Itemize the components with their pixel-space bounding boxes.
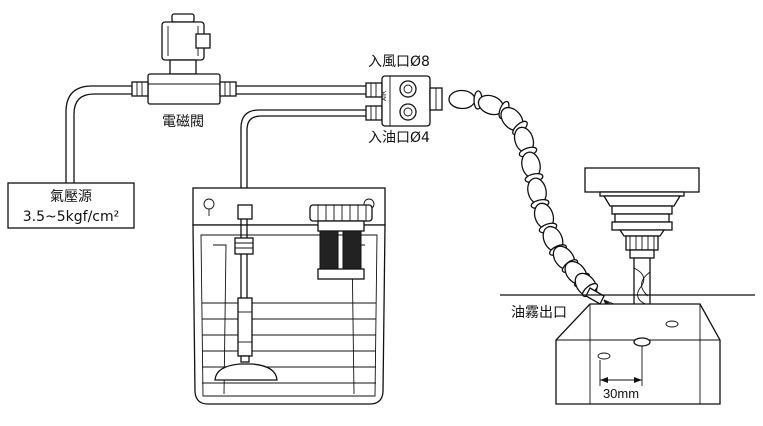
distance-label: 30mm [603, 386, 639, 401]
workpiece-icon [500, 294, 755, 405]
svg-text:AIR: AIR [381, 91, 388, 101]
mixer-block-icon: AIR [365, 75, 443, 127]
air-line [236, 85, 366, 95]
air-inlet-label: 入風口Ø8 [368, 54, 430, 70]
solenoid-valve-icon [131, 13, 237, 105]
mist-outlet-label: 油霧出口 [511, 305, 567, 321]
spindle-icon [584, 167, 700, 259]
oil-line [240, 109, 366, 205]
solenoid-valve-label: 電磁閥 [162, 114, 204, 130]
nozzle-segment [448, 89, 476, 110]
air-hose-source [65, 85, 132, 183]
oil-tank-icon [192, 187, 386, 405]
oil-inlet-label: 入油口Ø4 [368, 130, 430, 146]
air-source-box: 氣壓源 3.5~5kgf/cm² [7, 182, 135, 229]
air-source-range: 3.5~5kgf/cm² [23, 209, 120, 225]
flex-nozzle-icon [448, 89, 599, 298]
air-source-title: 氣壓源 [50, 189, 92, 205]
